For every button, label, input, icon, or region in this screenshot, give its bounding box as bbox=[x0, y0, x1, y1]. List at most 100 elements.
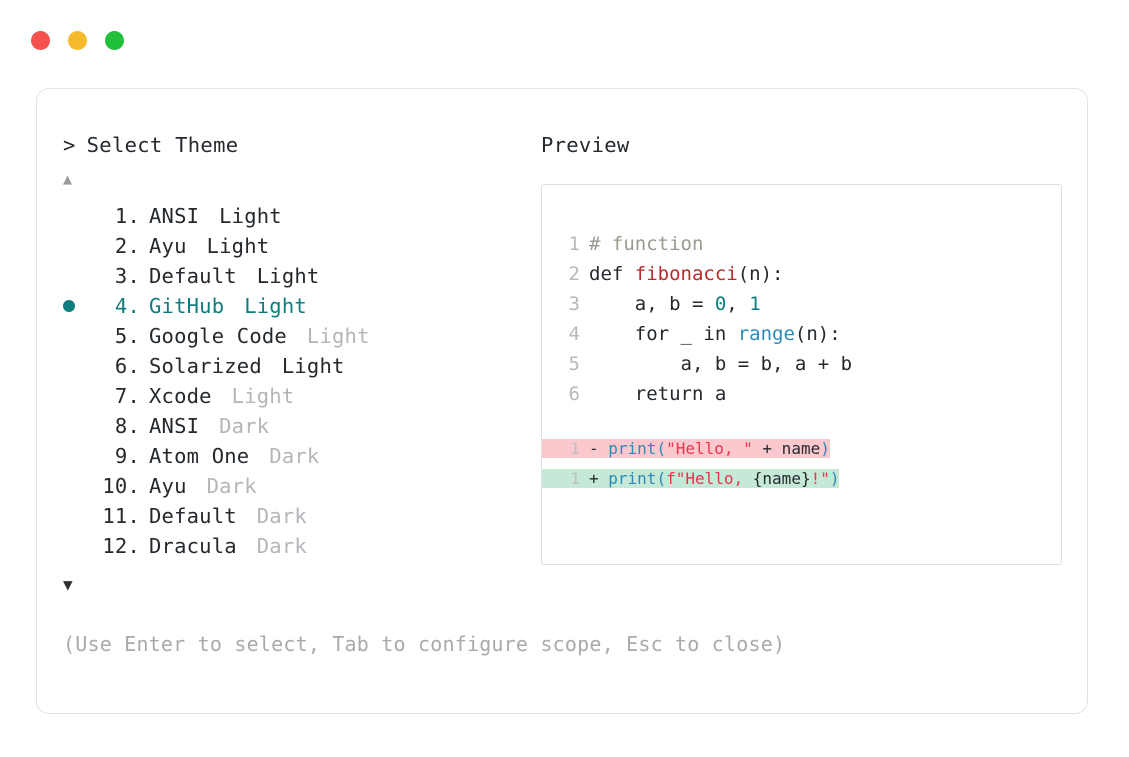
theme-item-label: Google Code Light bbox=[149, 321, 370, 351]
theme-item-variant: Dark bbox=[206, 413, 270, 438]
code-token: {name} bbox=[752, 468, 811, 488]
scroll-up-icon[interactable]: ▲ bbox=[63, 169, 73, 188]
diff-line-minus: 1- print("Hello, " + name) bbox=[542, 438, 1061, 469]
code-line-text: def fibonacci(n): bbox=[580, 259, 783, 289]
close-button[interactable] bbox=[31, 31, 50, 50]
theme-item-label: Ayu Light bbox=[149, 231, 269, 261]
selection-bullet-slot bbox=[63, 441, 94, 471]
theme-item-number: 4. bbox=[114, 293, 140, 318]
theme-item-number: 5. bbox=[114, 323, 140, 348]
theme-item-name: Default bbox=[149, 503, 237, 528]
selection-bullet-slot bbox=[63, 351, 94, 381]
code-token: "Hello, " bbox=[666, 438, 753, 458]
window-controls bbox=[31, 31, 124, 50]
theme-item-number: 8. bbox=[114, 413, 140, 438]
theme-list-item[interactable]: 5. Google Code Light bbox=[63, 321, 533, 351]
page-title: Select Theme bbox=[86, 133, 239, 157]
code-line: 1# function bbox=[542, 229, 1061, 259]
code-token: def bbox=[589, 262, 635, 285]
code-line: 6 return a bbox=[542, 379, 1061, 409]
theme-item-variant: Light bbox=[194, 233, 270, 258]
code-line: 4 for _ in range(n): bbox=[542, 319, 1061, 349]
theme-list-item[interactable]: 8. ANSI Dark bbox=[63, 411, 533, 441]
line-number: 4 bbox=[568, 322, 580, 345]
theme-item-variant: Dark bbox=[244, 533, 307, 558]
code-token: ) bbox=[820, 438, 830, 458]
code-line-text: for _ in range(n): bbox=[580, 319, 841, 349]
theme-list-item[interactable]: 6. Solarized Light bbox=[63, 351, 533, 381]
minimize-button[interactable] bbox=[68, 31, 87, 50]
theme-item-label: Default Dark bbox=[149, 501, 307, 531]
code-line-text: a, b = 0, 1 bbox=[580, 289, 761, 319]
scroll-down-icon[interactable]: ▼ bbox=[63, 574, 73, 594]
code-line-text: # function bbox=[580, 229, 703, 259]
selection-bullet-slot bbox=[63, 501, 94, 531]
selection-bullet-slot bbox=[63, 201, 94, 231]
theme-list-item[interactable]: 10.Ayu Dark bbox=[63, 471, 533, 501]
code-token: print bbox=[608, 438, 657, 458]
line-number: 6 bbox=[568, 382, 580, 405]
prompt-header: > Select Theme bbox=[63, 135, 533, 156]
theme-item-variant: Dark bbox=[194, 473, 257, 498]
selection-bullet-slot bbox=[63, 381, 94, 411]
code-token: return a bbox=[589, 382, 727, 405]
theme-item-number: 9. bbox=[114, 443, 140, 468]
code-token: print bbox=[608, 468, 657, 488]
theme-item-label: Ayu Dark bbox=[149, 471, 257, 501]
theme-item-label: ANSI Dark bbox=[149, 411, 269, 441]
theme-item-variant: Dark bbox=[244, 503, 307, 528]
theme-item-name: Google Code bbox=[149, 323, 287, 348]
theme-item-label: Default Light bbox=[149, 261, 319, 291]
code-token: a, b = bbox=[589, 292, 715, 315]
theme-item-number: 12. bbox=[102, 533, 140, 558]
code-token: ( bbox=[656, 468, 667, 488]
preview-label: Preview bbox=[541, 133, 630, 157]
theme-item-number: 11. bbox=[102, 503, 140, 528]
theme-item-name: Atom One bbox=[149, 443, 250, 468]
diff-line-text: + print(f"Hello, {name}!") bbox=[580, 468, 840, 488]
maximize-button[interactable] bbox=[105, 31, 124, 50]
code-token: !" bbox=[810, 468, 830, 488]
theme-list-item[interactable]: 4.GitHub Light bbox=[63, 291, 533, 321]
theme-item-variant: Light bbox=[219, 383, 295, 408]
theme-list-item[interactable]: 2. Ayu Light bbox=[63, 231, 533, 261]
keyboard-hint: (Use Enter to select, Tab to configure s… bbox=[63, 632, 786, 656]
theme-item-label: Dracula Dark bbox=[149, 531, 307, 561]
code-token: + name bbox=[752, 438, 821, 458]
selection-bullet-slot bbox=[63, 411, 94, 441]
diff-sign: + bbox=[589, 468, 609, 488]
code-token: , bbox=[726, 292, 750, 315]
theme-list-item[interactable]: 7.Xcode Light bbox=[63, 381, 533, 411]
theme-item-label: Solarized Light bbox=[149, 351, 345, 381]
theme-list-item[interactable]: 11. Default Dark bbox=[63, 501, 533, 531]
theme-item-number: 7. bbox=[114, 383, 140, 408]
theme-item-name: Ayu bbox=[149, 233, 187, 258]
code-token: fibonacci bbox=[634, 262, 738, 285]
theme-item-variant: Light bbox=[294, 323, 370, 348]
theme-list-item[interactable]: 9. Atom One Dark bbox=[63, 441, 533, 471]
theme-list-item[interactable]: 1.ANSI Light bbox=[63, 201, 533, 231]
code-token: # function bbox=[589, 232, 704, 255]
line-number: 1 bbox=[542, 438, 580, 458]
theme-item-name: Solarized bbox=[149, 353, 262, 378]
theme-item-number: 2. bbox=[114, 233, 140, 258]
theme-list-item[interactable]: 3.Default Light bbox=[63, 261, 533, 291]
code-token: for _ in bbox=[589, 322, 738, 345]
theme-item-variant: Light bbox=[231, 293, 307, 318]
theme-item-variant: Dark bbox=[256, 443, 320, 468]
selection-bullet-slot bbox=[63, 471, 94, 501]
diff-line-text: - print("Hello, " + name) bbox=[580, 438, 830, 458]
theme-list-item[interactable]: 12. Dracula Dark bbox=[63, 531, 533, 561]
line-number: 1 bbox=[542, 468, 580, 488]
theme-item-number: 6. bbox=[114, 353, 140, 378]
code-line-text: a, b = b, a + b bbox=[580, 349, 853, 379]
theme-item-label: ANSI Light bbox=[149, 201, 282, 231]
line-number: 2 bbox=[568, 262, 580, 285]
code-token: (n): bbox=[737, 262, 784, 285]
